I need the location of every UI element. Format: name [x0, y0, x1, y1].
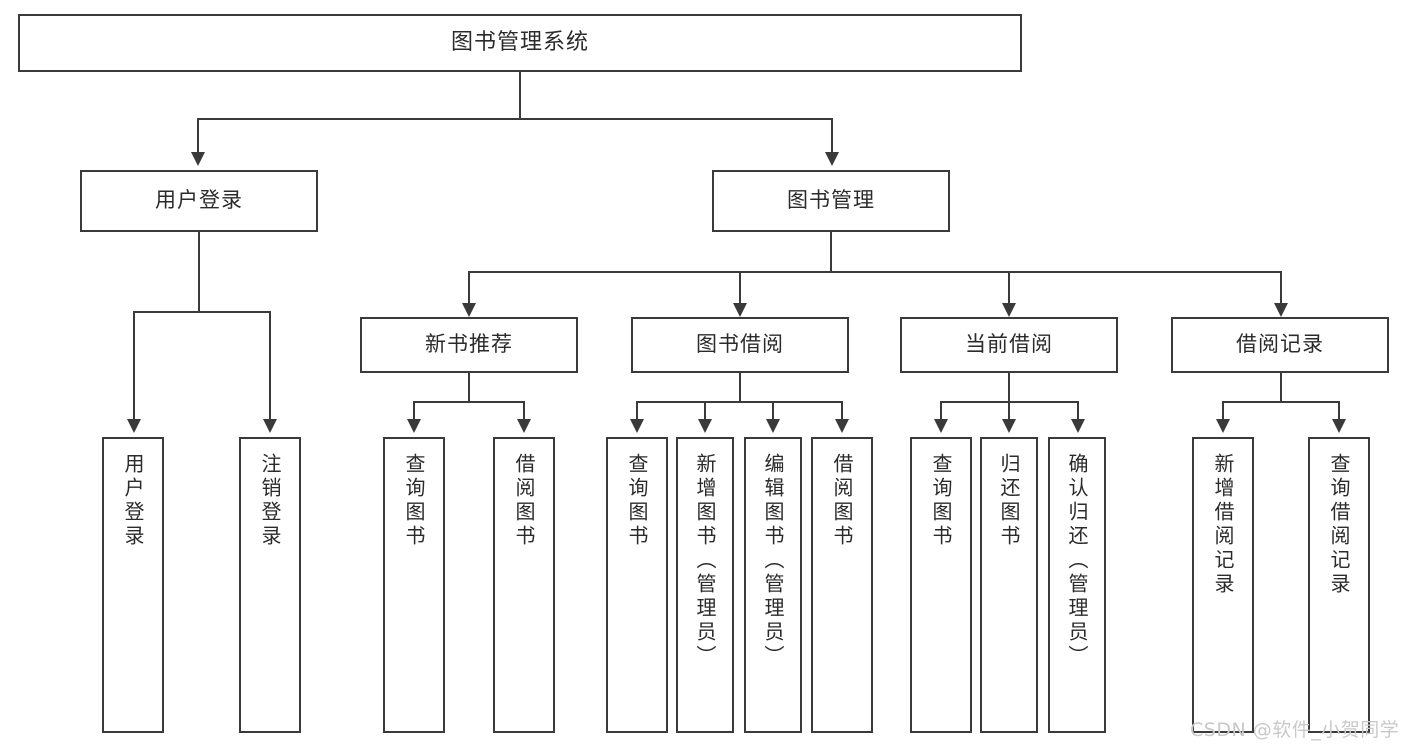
leaf-label: 查询图书	[402, 453, 426, 549]
connector-book-management-bus	[468, 271, 1280, 273]
connector-to-book-management	[831, 118, 833, 152]
connector-user-login-stem	[198, 232, 200, 311]
arrowhead-leaf-add-book-admin	[698, 419, 712, 433]
leaf-add-borrow-record[interactable]: 新增借阅记录	[1192, 437, 1254, 733]
leaf-query-borrow-record[interactable]: 查询借阅记录	[1308, 437, 1370, 733]
connector-to-user-login	[197, 118, 199, 152]
node-label: 用户登录	[155, 188, 243, 213]
connector-bb-drop-3	[772, 401, 774, 419]
node-new-book-recommend[interactable]: 新书推荐	[360, 317, 578, 373]
connector-root-bus	[197, 118, 833, 120]
leaf-label: 新增图书（管理员）	[693, 453, 717, 669]
leaf-borrow-book-1[interactable]: 借阅图书	[493, 437, 555, 733]
node-label: 图书管理系统	[450, 29, 589, 55]
connector-br-stem	[1280, 373, 1282, 401]
leaf-query-book-2[interactable]: 查询图书	[606, 437, 668, 733]
arrowhead-new-book-recommend	[462, 303, 476, 317]
connector-nbr-drop-2	[523, 401, 525, 419]
leaf-label: 注销登录	[258, 453, 282, 549]
leaf-label: 借阅图书	[830, 453, 854, 549]
connector-bm-drop-4	[1280, 271, 1282, 303]
connector-cb-drop-2	[1008, 401, 1010, 419]
arrowhead-leaf-borrow-book-2	[835, 419, 849, 433]
leaf-label: 编辑图书（管理员）	[761, 453, 785, 669]
leaf-query-book-3[interactable]: 查询图书	[910, 437, 972, 733]
node-label: 图书管理	[787, 188, 875, 213]
arrowhead-leaf-query-book-2	[630, 419, 644, 433]
arrowhead-to-book-management	[825, 152, 839, 166]
connector-bm-drop-2	[739, 271, 741, 303]
connector-book-management-stem	[830, 232, 832, 271]
connector-bb-drop-1	[636, 401, 638, 419]
connector-bb-drop-2	[704, 401, 706, 419]
arrowhead-to-user-login	[191, 152, 205, 166]
leaf-label: 新增借阅记录	[1211, 453, 1235, 597]
leaf-label: 查询图书	[625, 453, 649, 549]
leaf-user-login[interactable]: 用户登录	[102, 437, 164, 733]
connector-br-drop-2	[1338, 401, 1340, 419]
node-book-borrow[interactable]: 图书借阅	[631, 317, 849, 373]
node-label: 图书借阅	[696, 332, 784, 357]
arrowhead-leaf-return-book	[1002, 419, 1016, 433]
leaf-edit-book-admin[interactable]: 编辑图书（管理员）	[744, 437, 802, 733]
arrowhead-leaf-query-borrow-record	[1332, 419, 1346, 433]
node-current-borrow[interactable]: 当前借阅	[900, 317, 1118, 373]
connector-bb-stem	[739, 373, 741, 401]
arrowhead-leaf-edit-book-admin	[766, 419, 780, 433]
arrowhead-current-borrow	[1002, 303, 1016, 317]
leaf-label: 查询借阅记录	[1327, 453, 1351, 597]
connector-br-bus	[1222, 401, 1339, 403]
connector-user-login-drop-2	[269, 311, 271, 419]
connector-bm-drop-1	[468, 271, 470, 303]
connector-user-login-bus	[133, 311, 270, 313]
leaf-label: 查询图书	[929, 453, 953, 549]
connector-root-stem	[519, 72, 521, 118]
node-label: 新书推荐	[425, 332, 513, 357]
arrowhead-leaf-add-borrow-record	[1216, 419, 1230, 433]
leaf-label: 确认归还（管理员）	[1065, 453, 1089, 669]
csdn-watermark: CSDN @软件_小贺同学	[1190, 719, 1400, 741]
connector-user-login-drop-1	[133, 311, 135, 419]
connector-br-drop-1	[1222, 401, 1224, 419]
leaf-return-book[interactable]: 归还图书	[980, 437, 1038, 733]
connector-cb-drop-3	[1077, 401, 1079, 419]
node-user-login[interactable]: 用户登录	[80, 170, 318, 232]
node-label: 当前借阅	[965, 332, 1053, 357]
connector-nbr-stem	[468, 373, 470, 401]
leaf-label: 用户登录	[121, 453, 145, 549]
node-label: 借阅记录	[1236, 332, 1324, 357]
node-root-system[interactable]: 图书管理系统	[18, 14, 1022, 72]
connector-bb-bus	[636, 401, 843, 403]
arrowhead-leaf-user-login	[127, 419, 141, 433]
connector-bb-drop-4	[841, 401, 843, 419]
leaf-query-book-1[interactable]: 查询图书	[383, 437, 445, 733]
connector-nbr-bus	[413, 401, 524, 403]
connector-cb-drop-1	[940, 401, 942, 419]
connector-cb-stem	[1008, 373, 1010, 401]
leaf-label: 借阅图书	[512, 453, 536, 549]
leaf-user-logout[interactable]: 注销登录	[239, 437, 301, 733]
arrowhead-leaf-query-book-3	[934, 419, 948, 433]
leaf-add-book-admin[interactable]: 新增图书（管理员）	[676, 437, 734, 733]
connector-nbr-drop-1	[413, 401, 415, 419]
arrowhead-book-borrow	[733, 303, 747, 317]
arrowhead-leaf-confirm-return-admin	[1071, 419, 1085, 433]
node-borrow-record[interactable]: 借阅记录	[1171, 317, 1389, 373]
node-book-management[interactable]: 图书管理	[712, 170, 950, 232]
arrowhead-borrow-record	[1274, 303, 1288, 317]
connector-bm-drop-3	[1008, 271, 1010, 303]
arrowhead-leaf-user-logout	[263, 419, 277, 433]
leaf-borrow-book-2[interactable]: 借阅图书	[811, 437, 873, 733]
arrowhead-leaf-query-book-1	[407, 419, 421, 433]
leaf-label: 归还图书	[997, 453, 1021, 549]
arrowhead-leaf-borrow-book-1	[517, 419, 531, 433]
leaf-confirm-return-admin[interactable]: 确认归还（管理员）	[1048, 437, 1106, 733]
